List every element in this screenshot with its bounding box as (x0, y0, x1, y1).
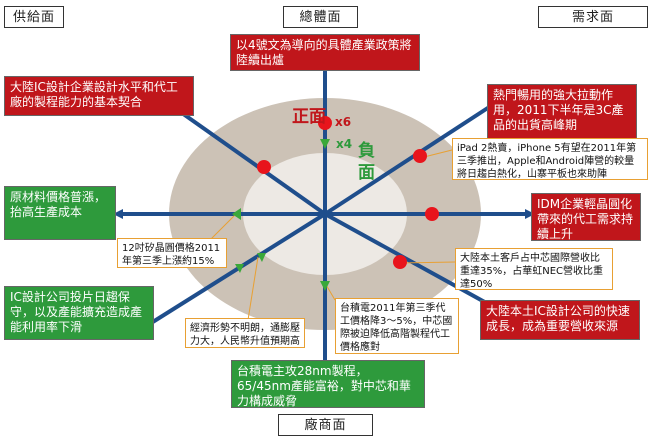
positive-marker-hot-products (413, 149, 427, 163)
factor-macro-policy: 以4號文為導向的具體產業政策將陸續出爐 (230, 34, 420, 71)
corner-demand: 需求面 (538, 6, 648, 28)
guide-line (247, 256, 259, 321)
axis-lower-right (324, 212, 515, 319)
factor-idm-outsourcing: IDM企業輕晶圓化帶來的代工需求持續上升 (531, 193, 641, 241)
guide-line (399, 261, 456, 264)
factor-raw-material: 原材料價格普漲，抬高生產成本 (4, 186, 116, 240)
axis-lower-left (135, 212, 327, 333)
factor-mainland-growth: 大陸本土IC設計公司的快速成長，成為重要營收來源 (480, 300, 640, 340)
factor-tsmc-process: 台積電主攻28nm製程，65/45nm產能富裕，對中芯和華力構成威脅 (231, 360, 425, 408)
note-economy: 經濟形勢不明朗，通膨壓力大，人民幣升值預期高 (185, 318, 305, 348)
negative-marker-raw-material (232, 208, 241, 220)
axis-upper-right (323, 97, 505, 216)
label-x6: x6 (335, 115, 352, 129)
guide-line (209, 213, 237, 241)
positive-marker-ic-level (257, 160, 271, 174)
label-negative-bottom: 面 (358, 163, 375, 183)
note-customers: 大陸本土客戶占中芯國際營收比重達35%，占華虹NEC營收比重達50% (455, 248, 613, 290)
note-ipad: iPad 2熱賣，iPhone 5有望在2011年第三季推出，Apple和And… (452, 138, 648, 180)
label-positive: 正面 (292, 107, 326, 127)
label-negative-top: 負 (358, 141, 375, 161)
negative-marker-ic-investment (257, 253, 266, 262)
factor-ic-design-level: 大陸IC設計企業設計水平和代工廠的製程能力的基本契合 (4, 76, 194, 116)
positive-marker-mainland (393, 255, 407, 269)
note-tsmc-price: 台積電2011年第三季代工價格降3～5%，中芯國際被迫降低高階製程代工價格應對 (335, 298, 459, 354)
negative-marker-macro (320, 139, 330, 149)
positive-marker-idm (425, 207, 439, 221)
corner-supply: 供給面 (4, 6, 64, 28)
negative-marker-tsmc (320, 281, 330, 291)
negative-marker-economy (235, 264, 244, 273)
label-x4: x4 (336, 137, 353, 151)
positive-marker-macro (318, 116, 332, 130)
factor-hot-products: 熱門暢用的強大拉動作用，2011下半年是3C產品的出貨高峰期 (487, 84, 637, 139)
corner-macro: 總體面 (283, 6, 358, 28)
factor-ic-investment: IC設計公司投片日趨保守，以及產能擴充造成產能利用率下滑 (4, 286, 154, 340)
note-wafer-price: 12吋矽晶圓價格2011年第三季上漲約15% (117, 238, 227, 268)
corner-vendor: 廠商面 (278, 414, 373, 436)
